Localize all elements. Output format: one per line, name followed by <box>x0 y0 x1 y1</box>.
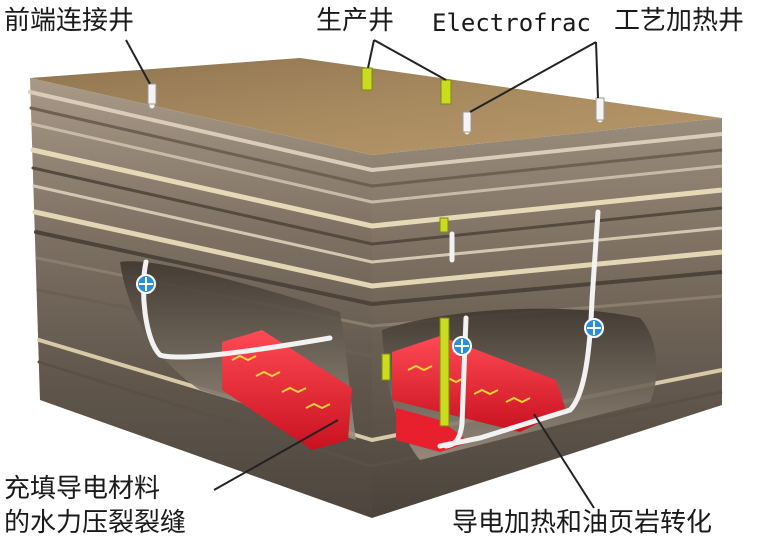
label-electrofrac-process: Electrofrac <box>432 9 591 37</box>
label-front-connect-well: 前端连接井 <box>4 6 135 36</box>
production-well-pipes <box>361 67 452 427</box>
label-electrofrac-heating-well: 工艺加热井 <box>614 6 745 36</box>
top-soil-surface <box>30 58 722 155</box>
conductive-fracture-left <box>222 330 352 450</box>
leader-lines <box>125 39 599 509</box>
label-conductive-heating: 导电加热和油页岩转化 <box>452 508 713 538</box>
conductive-fracture-right <box>392 336 566 452</box>
label-fill-material-line2: 的水力压裂裂缝 <box>4 508 187 538</box>
label-production-well: 生产井 <box>316 6 395 36</box>
heating-well-caps <box>147 83 605 133</box>
connector-icons <box>136 274 604 356</box>
label-fill-material-line1: 充填导电材料 <box>4 474 161 504</box>
